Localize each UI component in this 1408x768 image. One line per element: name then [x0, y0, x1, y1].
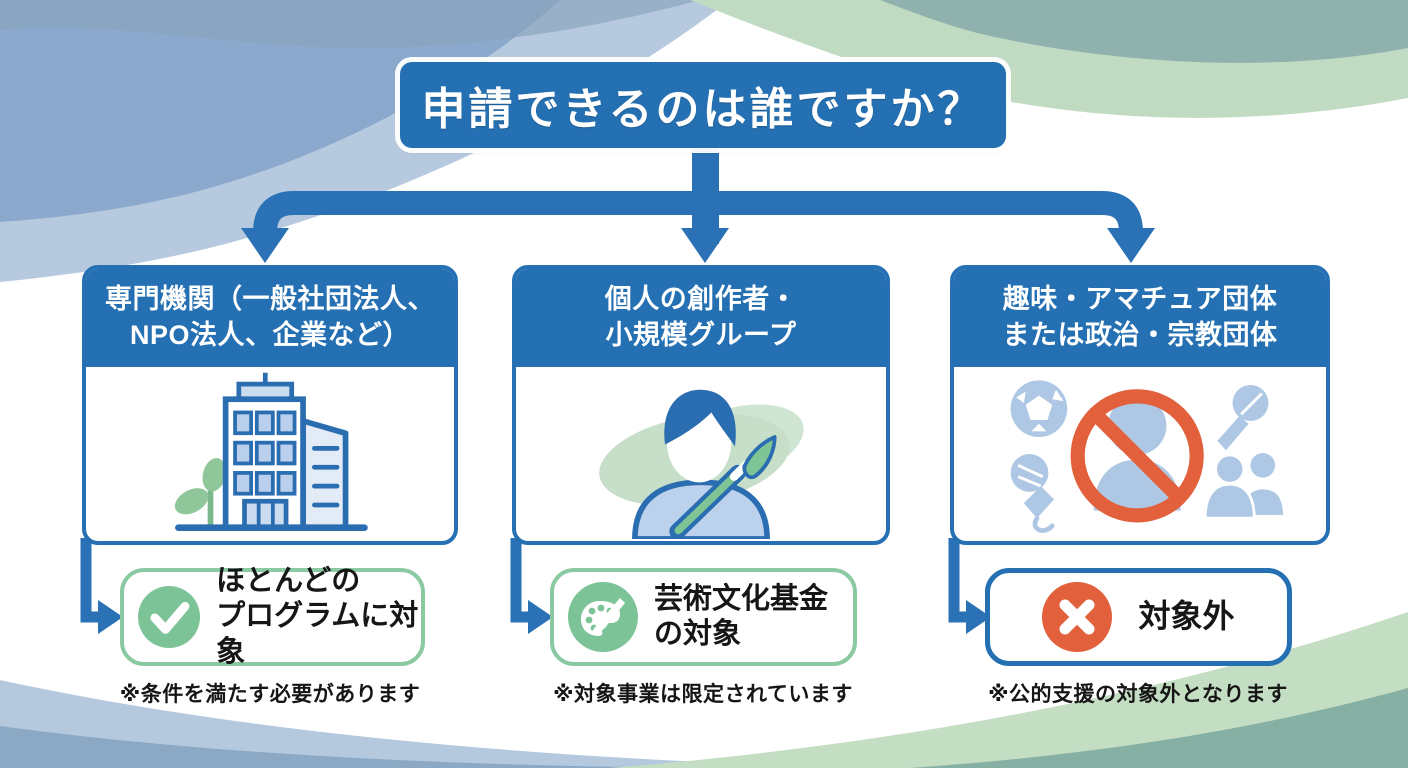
card-header: 個人の創作者・ 小規模グループ: [516, 269, 886, 367]
card-individual-creators: 個人の創作者・ 小規模グループ: [512, 265, 890, 545]
result-line: プログラムに対象: [216, 600, 419, 668]
result-line: 対象外: [1138, 598, 1235, 635]
result-label: 芸術文化基金 の対象: [654, 582, 828, 653]
palette-icon: [568, 582, 638, 652]
card-hobby-political-groups: 趣味・アマチュア団体 または政治・宗教団体: [950, 265, 1330, 545]
card-header-line: NPO法人、企業など）: [129, 320, 410, 350]
card-illustration: [516, 367, 886, 541]
page-title: 申請できるのは誰ですか？: [421, 85, 985, 134]
card-header: 趣味・アマチュア団体 または政治・宗教団体: [954, 269, 1326, 367]
card-header-line: 小規模グループ: [605, 320, 797, 350]
footnote-limited-programs: ※対象事業は限定されています: [553, 683, 853, 706]
artist-icon: [599, 389, 804, 539]
card-header-line: 専門機関（一般社団法人、: [105, 284, 435, 315]
cross-icon: [1042, 582, 1113, 652]
card-header-line: または政治・宗教団体: [1002, 320, 1278, 350]
card-professional-orgs: 専門機関（一般社団法人、 NPO法人、企業など）: [82, 265, 458, 545]
result-label: ほとんどの プログラムに対象: [216, 564, 421, 670]
result-box-eligible-most: ほとんどの プログラムに対象: [120, 565, 425, 668]
result-line: ほとんどの: [216, 564, 361, 597]
result-box-arts-fund: 芸術文化基金 の対象: [550, 568, 857, 666]
building-icon: [174, 372, 368, 531]
title-banner: 申請できるのは誰ですか？: [400, 62, 1006, 148]
card-illustration: [954, 367, 1326, 541]
check-icon: [138, 585, 201, 649]
result-line: 芸術文化基金: [654, 582, 829, 615]
result-label: 対象外: [1138, 597, 1234, 636]
card-header-line: 個人の創作者・: [604, 284, 798, 315]
card-illustration: [86, 367, 454, 541]
footnote-conditions: ※条件を満たす必要があります: [119, 683, 421, 706]
card-header: 専門機関（一般社団法人、 NPO法人、企業など）: [86, 269, 454, 367]
result-line: の対象: [654, 618, 742, 650]
card-header-line: 趣味・アマチュア団体: [1002, 284, 1278, 315]
result-box-not-eligible: 対象外: [985, 568, 1292, 666]
prohibited-group-icon: [1010, 380, 1286, 533]
footnote-no-public-support: ※公的支援の対象外となります: [988, 683, 1288, 706]
